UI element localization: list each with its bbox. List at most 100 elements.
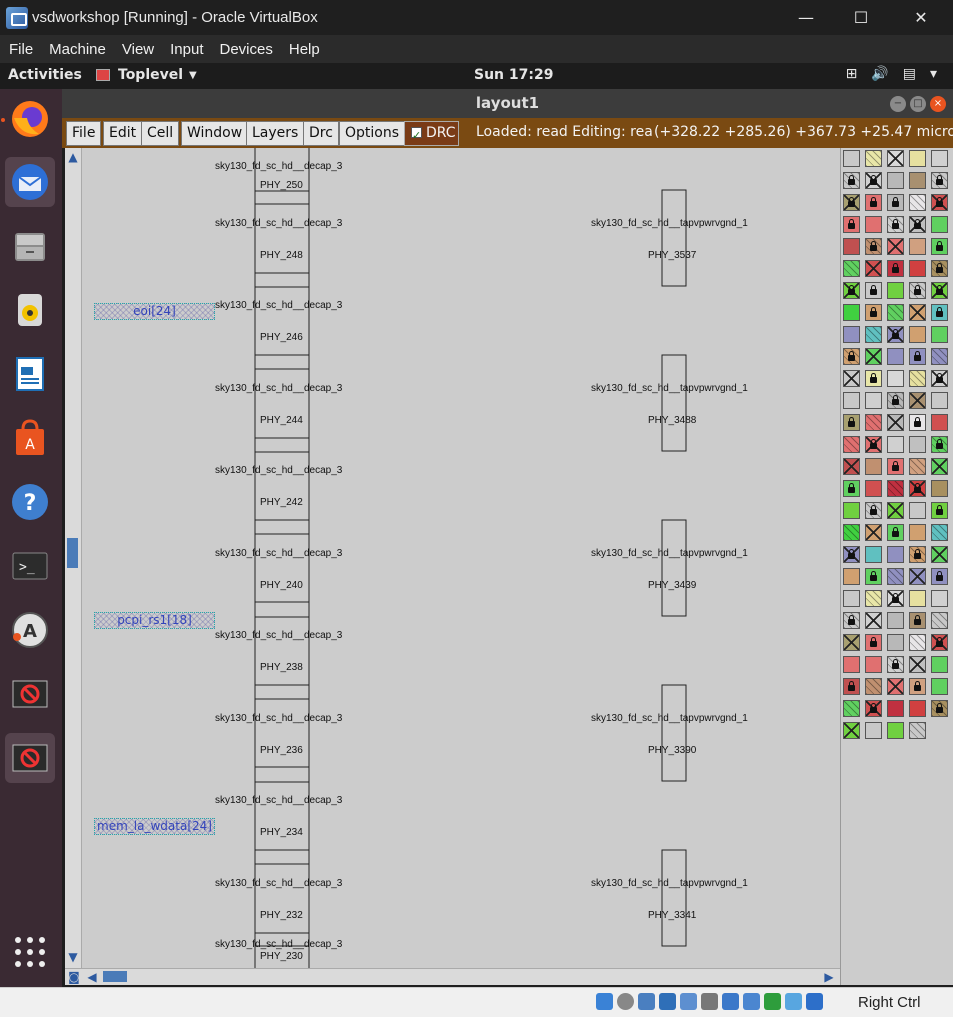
layer-swatch[interactable] <box>909 414 926 431</box>
layer-swatch[interactable] <box>909 260 926 277</box>
mouse-integration-icon[interactable] <box>785 993 802 1010</box>
magic-menu-file[interactable]: File <box>66 121 102 146</box>
layer-swatch[interactable] <box>909 370 926 387</box>
layer-swatch[interactable] <box>843 546 860 563</box>
app-menu[interactable]: Toplevel ▼ <box>96 67 197 83</box>
layer-swatch[interactable] <box>909 326 926 343</box>
hard-disk-icon[interactable] <box>596 993 613 1010</box>
layer-swatch[interactable] <box>843 590 860 607</box>
layer-swatch[interactable] <box>931 502 948 519</box>
layer-swatch[interactable] <box>887 458 904 475</box>
magic-menu-drc[interactable]: Drc <box>303 121 339 146</box>
layer-swatch[interactable] <box>843 634 860 651</box>
layer-swatch[interactable] <box>843 722 860 739</box>
layer-swatch[interactable] <box>887 700 904 717</box>
layer-swatch[interactable] <box>843 524 860 541</box>
layer-swatch[interactable] <box>887 634 904 651</box>
layer-swatch[interactable] <box>843 612 860 629</box>
layer-swatch[interactable] <box>887 568 904 585</box>
layer-swatch[interactable] <box>843 568 860 585</box>
layer-swatch[interactable] <box>865 502 882 519</box>
layer-swatch[interactable] <box>931 458 948 475</box>
layer-swatch[interactable] <box>843 282 860 299</box>
layer-swatch[interactable] <box>865 414 882 431</box>
layer-swatch[interactable] <box>931 238 948 255</box>
layer-swatch[interactable] <box>887 480 904 497</box>
layer-swatch[interactable] <box>931 568 948 585</box>
layer-swatch[interactable] <box>909 590 926 607</box>
layer-swatch[interactable] <box>843 260 860 277</box>
layer-swatch[interactable] <box>887 194 904 211</box>
minimize-button[interactable]: — <box>798 8 814 27</box>
cpu-icon[interactable] <box>764 993 781 1010</box>
layer-swatch[interactable] <box>865 524 882 541</box>
vbox-menu-devices[interactable]: Devices <box>219 40 273 58</box>
layer-swatch[interactable] <box>865 150 882 167</box>
layer-swatch[interactable] <box>909 700 926 717</box>
layer-swatch[interactable] <box>931 436 948 453</box>
blocked-app-icon[interactable] <box>5 669 55 719</box>
vbox-menu-machine[interactable]: Machine <box>49 40 106 58</box>
network-icon[interactable] <box>659 993 676 1010</box>
layout-canvas[interactable]: sky130_fd_sc_hd__decap_3 PHY_250 sky130_… <box>65 148 840 968</box>
layer-swatch[interactable] <box>887 260 904 277</box>
layer-swatch[interactable] <box>865 282 882 299</box>
layer-swatch[interactable] <box>865 238 882 255</box>
layer-swatch[interactable] <box>865 634 882 651</box>
layer-swatch[interactable] <box>865 480 882 497</box>
pin-label[interactable]: mem_la_wdata[24] <box>94 818 215 835</box>
layer-swatch[interactable] <box>865 722 882 739</box>
files-icon[interactable] <box>5 221 55 271</box>
app-grid-icon[interactable] <box>5 927 55 977</box>
layer-swatch[interactable] <box>931 678 948 695</box>
layer-swatch[interactable] <box>909 238 926 255</box>
recording-icon[interactable] <box>743 993 760 1010</box>
layer-swatch[interactable] <box>909 348 926 365</box>
layer-swatch[interactable] <box>865 194 882 211</box>
layer-swatch[interactable] <box>909 282 926 299</box>
layer-swatch[interactable] <box>843 348 860 365</box>
optical-drive-icon[interactable] <box>617 993 634 1010</box>
scroll-thumb[interactable] <box>103 971 127 982</box>
help-icon[interactable]: ? <box>5 477 55 527</box>
scroll-left-icon[interactable]: ◀ <box>87 970 97 984</box>
writer-icon[interactable] <box>5 349 55 399</box>
layer-swatch[interactable] <box>909 678 926 695</box>
layer-swatch[interactable] <box>909 612 926 629</box>
layer-swatch[interactable] <box>909 722 926 739</box>
layer-swatch[interactable] <box>887 282 904 299</box>
layer-swatch[interactable] <box>865 590 882 607</box>
layer-swatch[interactable] <box>865 172 882 189</box>
layer-swatch[interactable] <box>865 392 882 409</box>
layer-swatch[interactable] <box>931 304 948 321</box>
layer-swatch[interactable] <box>887 414 904 431</box>
volume-icon[interactable]: 🔊 <box>871 66 889 82</box>
close-button[interactable]: ✕ <box>914 8 928 27</box>
shared-folder-icon[interactable] <box>701 993 718 1010</box>
layer-swatch[interactable] <box>887 502 904 519</box>
layer-swatch[interactable] <box>909 194 926 211</box>
layer-swatch[interactable] <box>909 150 926 167</box>
layer-swatch[interactable] <box>843 370 860 387</box>
layer-swatch[interactable] <box>909 568 926 585</box>
firefox-icon[interactable] <box>5 94 55 144</box>
layer-swatch[interactable] <box>865 304 882 321</box>
layer-swatch[interactable] <box>887 392 904 409</box>
layer-swatch[interactable] <box>865 370 882 387</box>
layer-swatch[interactable] <box>843 502 860 519</box>
layer-swatch[interactable] <box>887 590 904 607</box>
layer-swatch[interactable] <box>931 150 948 167</box>
layer-swatch[interactable] <box>909 634 926 651</box>
layer-swatch[interactable] <box>931 656 948 673</box>
layer-swatch[interactable] <box>887 722 904 739</box>
layer-swatch[interactable] <box>887 304 904 321</box>
magic-menu-cell[interactable]: Cell <box>141 121 180 146</box>
layer-swatch[interactable] <box>931 260 948 277</box>
layer-swatch[interactable] <box>887 524 904 541</box>
magic-menu-window[interactable]: Window <box>181 121 249 146</box>
layer-swatch[interactable] <box>909 458 926 475</box>
layer-swatch[interactable] <box>887 326 904 343</box>
layer-swatch[interactable] <box>865 656 882 673</box>
layer-swatch[interactable] <box>887 546 904 563</box>
layer-swatch[interactable] <box>865 678 882 695</box>
